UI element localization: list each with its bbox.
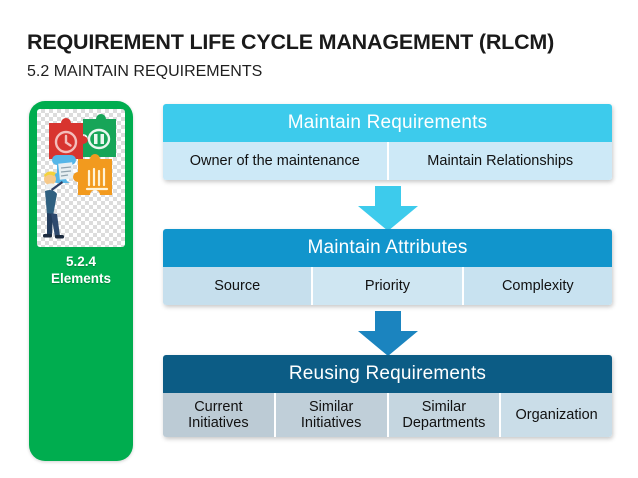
- block-cells: Source Priority Complexity: [163, 267, 612, 305]
- cell-similar-departments: Similar Departments: [388, 393, 502, 437]
- down-arrow-icon: [355, 186, 421, 232]
- cell-complexity: Complexity: [463, 267, 612, 305]
- cell-priority: Priority: [313, 267, 464, 305]
- block-maintain-attributes: Maintain Attributes Source Priority Comp…: [163, 229, 612, 305]
- cell-similar-initiatives: Similar Initiatives: [275, 393, 389, 437]
- cell-source: Source: [163, 267, 314, 305]
- puzzle-pieces-illustration: [37, 109, 125, 247]
- block-cells: Current Initiatives Similar Initiatives …: [163, 393, 612, 437]
- cell-organization: Organization: [501, 393, 612, 437]
- block-cells: Owner of the maintenance Maintain Relati…: [163, 142, 612, 180]
- page-title: REQUIREMENT LIFE CYCLE MANAGEMENT (RLCM): [27, 30, 555, 54]
- block-maintain-requirements: Maintain Requirements Owner of the maint…: [163, 104, 612, 180]
- sidebar-section-number: 5.2.4: [65, 254, 97, 269]
- cell-maintain-relationships: Maintain Relationships: [388, 142, 612, 180]
- block-header-maintain-requirements: Maintain Requirements: [163, 104, 612, 142]
- down-arrow-icon: [355, 311, 421, 357]
- sidebar-label: 5.2.4 Elements: [29, 253, 133, 287]
- cell-current-initiatives: Current Initiatives: [163, 393, 276, 437]
- elements-sidebar-panel: 5.2.4 Elements: [29, 101, 133, 461]
- block-header-reusing-requirements: Reusing Requirements: [163, 355, 612, 393]
- block-reusing-requirements: Reusing Requirements Current Initiatives…: [163, 355, 612, 437]
- page-subtitle: 5.2 MAINTAIN REQUIREMENTS: [27, 63, 263, 80]
- sidebar-section-label: Elements: [50, 271, 112, 286]
- block-header-maintain-attributes: Maintain Attributes: [163, 229, 612, 267]
- cell-owner-of-the-maintenance: Owner of the maintenance: [163, 142, 389, 180]
